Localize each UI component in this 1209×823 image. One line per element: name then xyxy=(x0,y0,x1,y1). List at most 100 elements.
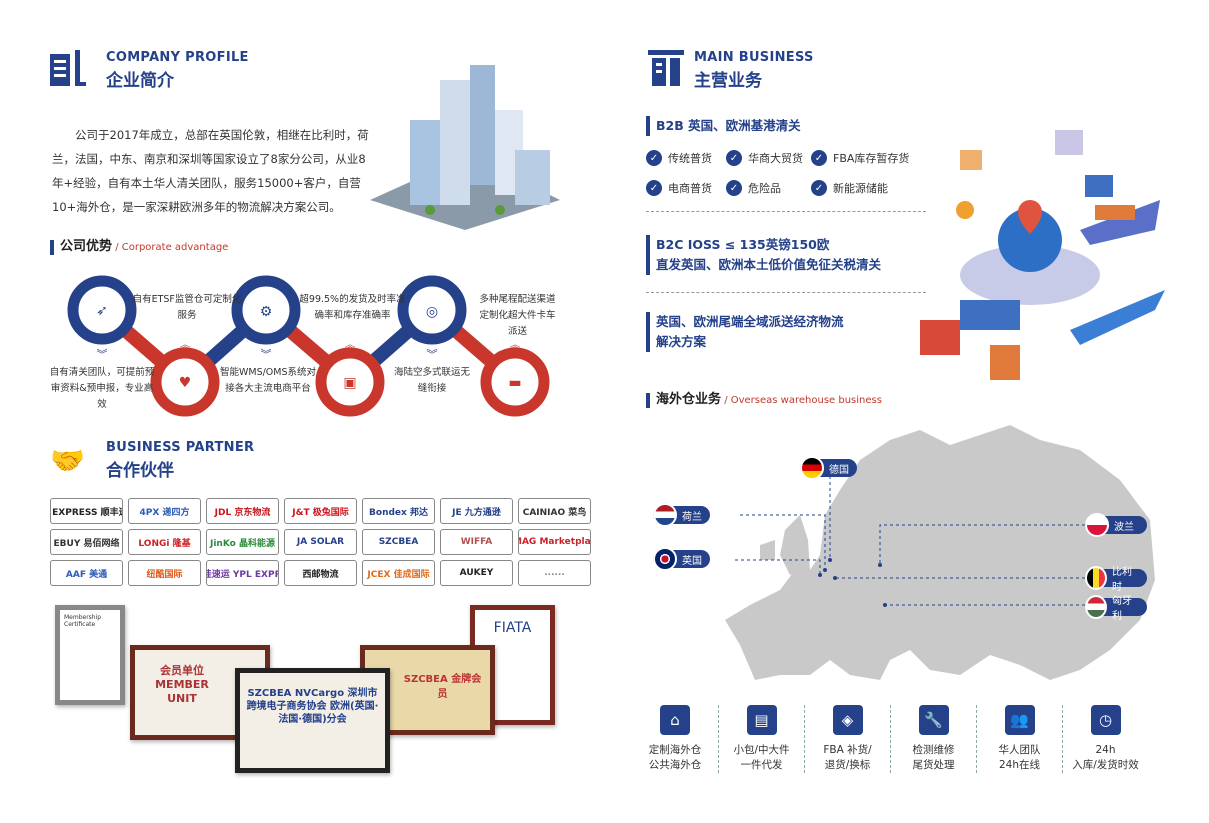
advantage-zigzag: ➶⚙◎ ♥▣▬ ︾︽︾︽︾︽ xyxy=(67,275,550,417)
partner-logo: JA SOLAR xyxy=(284,529,357,555)
service-label: 公共海外仓 xyxy=(648,759,702,771)
country-label-poland: 波兰 xyxy=(1085,513,1147,537)
service-label: 24h在线 xyxy=(998,759,1040,771)
business-en-title: MAIN BUSINESS xyxy=(694,50,814,65)
service-item: ⌂ 定制海外仓公共海外仓 xyxy=(632,705,718,773)
partner-logo: eMAG Marketplace xyxy=(518,529,591,555)
partner-en-title: BUSINESS PARTNER xyxy=(106,440,255,455)
svg-text:◎: ◎ xyxy=(426,304,438,320)
check-item: ✓电商普货 xyxy=(646,180,726,196)
service-label: 尾货处理 xyxy=(912,759,955,771)
profile-cn-title: 企业简介 xyxy=(106,71,174,91)
partner-logo: SF EXPRESS 顺丰速运 xyxy=(50,498,123,524)
check-item: ✓华商大贸货 xyxy=(726,150,811,166)
check-icon: ✓ xyxy=(811,150,827,166)
partner-logo: ...... xyxy=(518,560,591,586)
building-icon xyxy=(50,50,86,86)
service-label: 华人团队 xyxy=(998,744,1041,756)
check-icon: ✓ xyxy=(726,180,742,196)
partner-logo: WIFFA xyxy=(440,529,513,555)
service-label: 入库/发货时效 xyxy=(1072,759,1139,771)
handshake-icon: 🤝 xyxy=(50,444,85,477)
advantage-node xyxy=(67,275,550,417)
svg-text:︽: ︽ xyxy=(510,338,521,351)
certificate: SZCBEA NVCargo 深圳市跨境电子商务协会 欧洲(英国·法国·德国)分… xyxy=(235,668,390,773)
svg-text:⚙: ⚙ xyxy=(260,304,273,320)
service-label: 检测维修 xyxy=(912,744,955,756)
service-item: ◷ 24h 入库/发货时效 xyxy=(1062,705,1148,773)
netherlands-flag-icon xyxy=(653,503,677,527)
service-label: 退货/换标 xyxy=(824,759,871,771)
svg-text:▣: ▣ xyxy=(343,375,356,391)
partner-logo: J&T 极兔国际 xyxy=(284,498,357,524)
advantage-item-6: 多种尾程配送渠道定制化超大件卡车派送 xyxy=(479,294,556,337)
partner-logo: 西邮物流 xyxy=(284,560,357,586)
hungary-flag-icon xyxy=(1085,595,1107,619)
partner-logo: 4PX 递四方 xyxy=(128,498,201,524)
service-label: 定制海外仓 xyxy=(648,744,702,756)
partner-logo: 纽酷国际 xyxy=(128,560,201,586)
advantage-heading: 公司优势 / Corporate advantage xyxy=(50,240,228,255)
cargo-types: ✓传统普货 ✓华商大贸货 ✓FBA库存暂存货 ✓电商普货 ✓危险品 ✓新能源储能 xyxy=(646,150,921,196)
partner-logo: AAF 美通 xyxy=(50,560,123,586)
partner-logo: SZCBEA xyxy=(362,529,435,555)
country-label-uk: 英国 xyxy=(653,547,710,571)
country-label-belgium: 比利时 xyxy=(1085,566,1147,593)
advantage-title: 公司优势 xyxy=(60,239,113,254)
advantage-item-4: 超99.5%的发货及时率准确率和库存准确率 xyxy=(299,294,406,321)
partner-logo: CAINIAO 菜鸟 xyxy=(518,498,591,524)
last-mile-heading: 英国、欧洲尾端全域派送经济物流解决方案 xyxy=(646,312,844,352)
profile-en-title: COMPANY PROFILE xyxy=(106,50,249,65)
country-label-germany: 德国 xyxy=(800,456,857,480)
svg-text:♥: ♥ xyxy=(179,375,192,391)
service-item: 🔧 检测维修尾货处理 xyxy=(890,705,976,773)
check-item: ✓FBA库存暂存货 xyxy=(811,150,921,166)
poland-flag-icon xyxy=(1085,513,1109,537)
check-icon: ✓ xyxy=(811,180,827,196)
country-label-hungary: 匈牙利 xyxy=(1085,595,1147,622)
service-icon: ▤ xyxy=(746,705,777,735)
service-icon: ⌂ xyxy=(660,705,690,735)
b2c-heading: B2C IOSS ≤ 135英镑150欧直发英国、欧洲本土低价值免征关税清关 xyxy=(646,235,881,275)
check-item: ✓新能源储能 xyxy=(811,180,921,196)
partner-logo: Bondex 邦达 xyxy=(362,498,435,524)
divider xyxy=(646,211,926,212)
service-label: 24h xyxy=(1095,744,1116,756)
partner-logo: 极智佳速运 YPL EXPRESS xyxy=(206,560,279,586)
europe-map xyxy=(725,425,1155,680)
logistics-illustration xyxy=(920,120,1170,390)
check-icon: ✓ xyxy=(646,180,662,196)
partner-logo: LONGi 隆基 xyxy=(128,529,201,555)
check-icon: ✓ xyxy=(726,150,742,166)
germany-flag-icon xyxy=(800,456,824,480)
svg-text:➶: ➶ xyxy=(96,303,108,319)
advantage-en: / Corporate advantage xyxy=(112,242,229,253)
partner-logo: JinKo 晶科能源 xyxy=(206,529,279,555)
check-icon: ✓ xyxy=(646,150,662,166)
divider xyxy=(646,292,926,293)
svg-text:︽: ︽ xyxy=(345,338,356,351)
advantage-item-1: 自有清关团队，可提前预审资料&预申报，专业高效 xyxy=(49,367,155,410)
business-icon xyxy=(648,50,684,86)
warehouse-services: ⌂ 定制海外仓公共海外仓 ▤ 小包/中大件一件代发 ◈ FBA 补货/退货/换标 🔧 检测维修… xyxy=(632,705,1148,773)
service-icon: 🔧 xyxy=(918,705,949,735)
partner-logo: JDL 京东物流 xyxy=(206,498,279,524)
partner-logo: EBUY 易佰网络 xyxy=(50,529,123,555)
service-label: FBA 补货/ xyxy=(823,744,872,756)
svg-text:︽: ︽ xyxy=(180,338,191,351)
advantage-item-5: 海陆空多式联运无缝衔接 xyxy=(393,367,470,394)
svg-text:︾: ︾ xyxy=(97,348,108,361)
partner-logo: JCEX 佳成国际 xyxy=(362,560,435,586)
service-label: 一件代发 xyxy=(740,759,783,771)
belgium-flag-icon xyxy=(1085,566,1107,590)
partner-logo: AUKEY xyxy=(440,560,513,586)
service-icon: ◷ xyxy=(1090,705,1121,735)
service-icon: ◈ xyxy=(832,705,863,735)
service-label: 小包/中大件 xyxy=(733,744,790,756)
advantage-item-3: 智能WMS/OMS系统对接各大主流电商平台 xyxy=(219,367,317,394)
uk-flag-icon xyxy=(653,547,677,571)
partner-logo: JE 九方通逊 xyxy=(440,498,513,524)
svg-text:︾: ︾ xyxy=(261,348,272,361)
